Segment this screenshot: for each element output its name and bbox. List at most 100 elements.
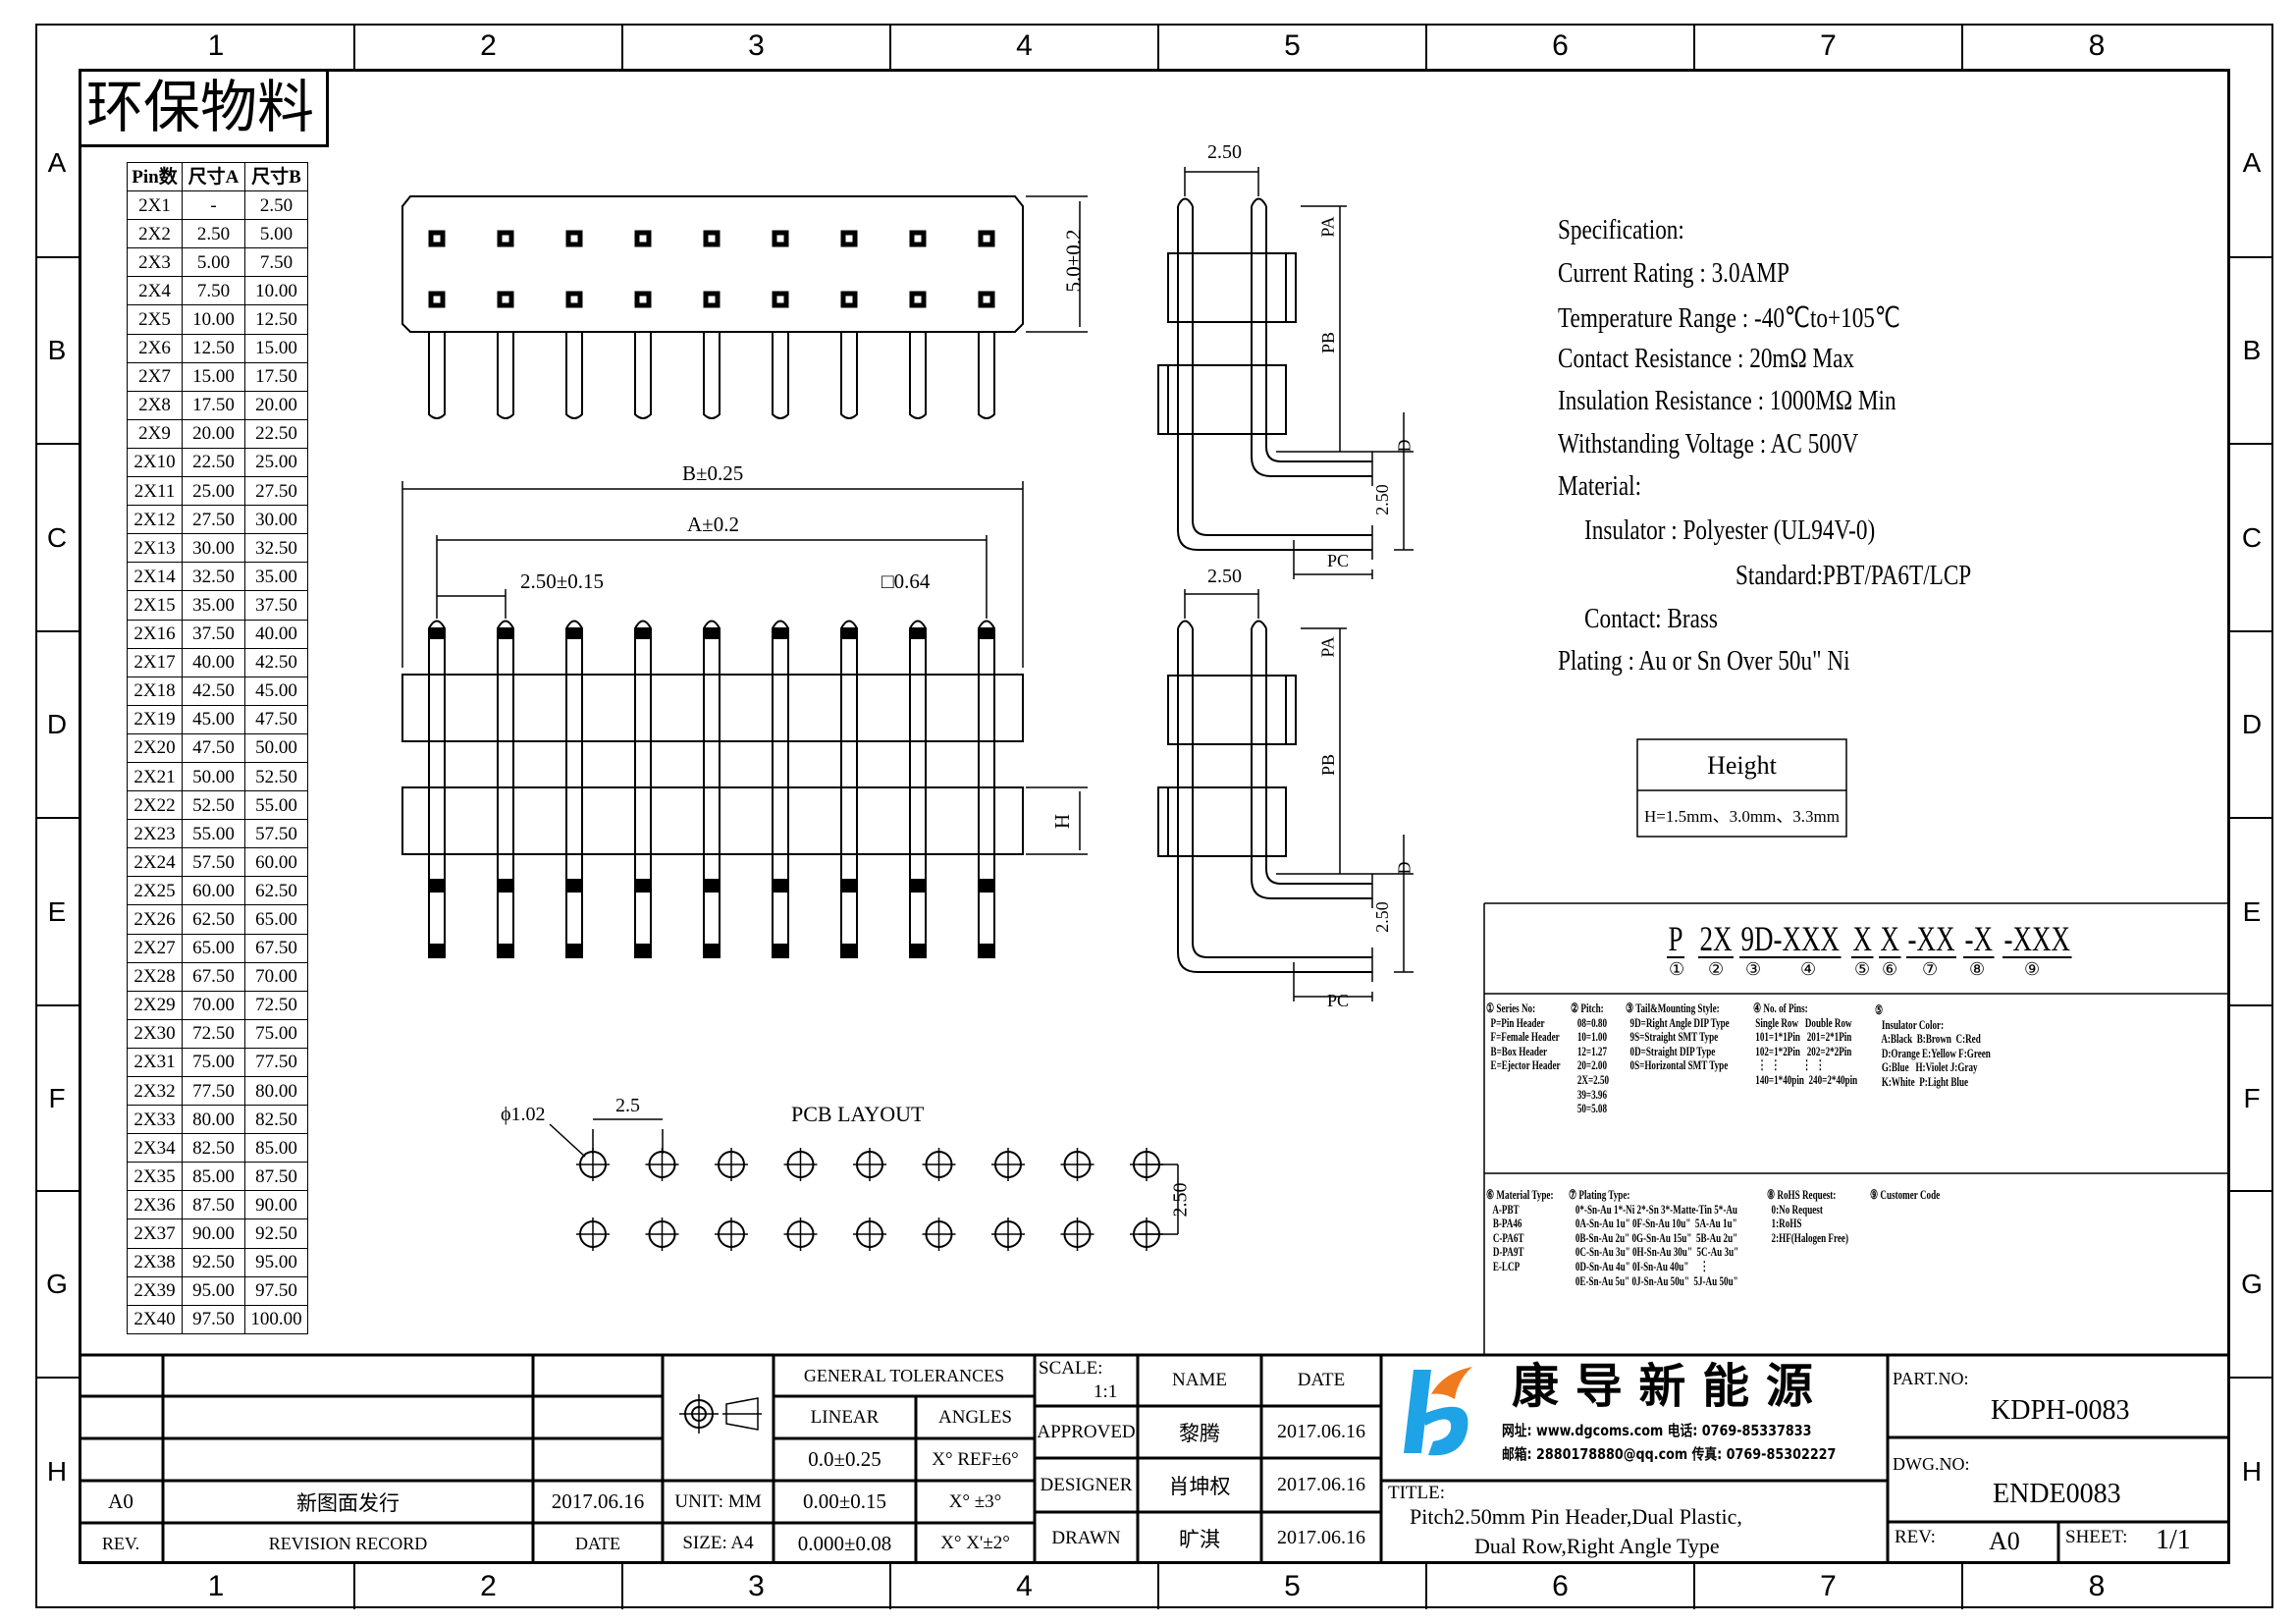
table-cell: 2X19: [127, 704, 183, 734]
table-cell: 2X16: [127, 619, 183, 649]
table-cell: 60.00: [182, 876, 245, 906]
table-cell: 2X15: [127, 590, 183, 621]
part-code-index: ⑨: [2024, 959, 2041, 979]
pin: [634, 620, 652, 958]
tol-angle-3: X° X'±2°: [940, 1533, 1010, 1553]
spec-line: Current Rating : 3.0AMP: [1558, 257, 1789, 289]
table-cell: 2X34: [127, 1133, 183, 1164]
bent-pin: [1177, 206, 1372, 551]
spec-line: Insulation Resistance : 1000MΩ Min: [1558, 385, 1896, 416]
table-cell: 2X22: [127, 790, 183, 821]
table-cell: 20.00: [244, 390, 308, 420]
dim-pb-1: PB: [1318, 331, 1339, 354]
hole-crosshair: [922, 1148, 956, 1181]
part-code-index: ⑤: [1854, 959, 1871, 979]
row-marker: B: [2230, 256, 2273, 443]
scale-label: SCALE:: [1039, 1358, 1103, 1379]
spec-line: Material:: [1558, 470, 1642, 502]
table-cell: 80.00: [244, 1075, 308, 1107]
pcb-title: PCB LAYOUT: [791, 1102, 925, 1126]
table-cell: 2X30: [127, 1018, 183, 1049]
column-marker: 3: [621, 24, 889, 69]
table-cell: 22.50: [244, 418, 308, 449]
header-cell: 尺寸A: [182, 161, 245, 192]
logo-mark: [1404, 1370, 1431, 1453]
dim-side-pitch-2: 2.50: [1207, 566, 1242, 587]
column-marker: 1: [207, 1570, 225, 1602]
table-cell: 67.50: [182, 961, 245, 992]
height-title: Height: [1707, 751, 1777, 780]
dim-pc-1: PC: [1327, 551, 1350, 570]
pin-square: [565, 230, 583, 247]
rev-label-block: REV:: [1895, 1527, 1936, 1547]
table-cell: 90.00: [182, 1218, 245, 1249]
dim-pa-1: PA: [1317, 216, 1338, 238]
pin-mark: [705, 879, 719, 893]
column-marker: 4: [889, 24, 1157, 69]
row-marker: D: [2230, 630, 2273, 817]
pin-tail: [634, 332, 652, 419]
designer-name: 肖坤权: [1168, 1474, 1231, 1498]
sheet: 1/1: [2156, 1525, 2191, 1555]
angles-label: ANGLES: [938, 1406, 1012, 1428]
table-cell: 2X28: [127, 961, 183, 992]
plastic-body-upper: [401, 674, 1024, 742]
pcb-hole-dia: ϕ1.02: [501, 1104, 546, 1125]
pin-tail: [772, 332, 789, 419]
pin-tail: [703, 332, 721, 419]
column-marker: 4: [889, 1564, 1157, 1609]
part-code-segment: X: [1851, 919, 1874, 958]
revision-record: 新图面发行: [296, 1490, 400, 1515]
part-code-segment: -XX: [1906, 919, 1956, 958]
table-cell: 62.50: [182, 904, 245, 935]
table-cell: 70.00: [182, 990, 245, 1020]
side-view-lower: [1157, 589, 1414, 1001]
table-cell: 37.50: [182, 619, 245, 649]
table-cell: 65.00: [244, 904, 308, 935]
outer-frame: [35, 24, 2273, 1608]
tol-angle-2: X° ±3°: [948, 1490, 1002, 1512]
dim-pb-2: PB: [1318, 753, 1339, 777]
row-marker: A: [47, 146, 67, 178]
eco-label: 环保物料: [86, 74, 315, 140]
dim-pc-2: PC: [1327, 991, 1350, 1010]
column-marker: 6: [1425, 1564, 1693, 1609]
table-cell: 2X35: [127, 1162, 183, 1192]
approved-name: 黎腾: [1179, 1421, 1220, 1445]
pin-tip: [1177, 620, 1267, 629]
pin-tail: [978, 332, 995, 419]
table-cell: 2.50: [244, 190, 308, 221]
table-cell: 30.00: [244, 505, 308, 535]
table-cell: 2X40: [127, 1304, 183, 1334]
rev-value: A0: [108, 1489, 133, 1513]
inner-frame: [79, 69, 2230, 1564]
table-cell: 30.00: [182, 533, 245, 564]
table-cell: 12.50: [244, 304, 308, 335]
row-marker: E: [35, 817, 79, 1004]
part-code-index: ⑦: [1922, 959, 1939, 979]
table-row: 2X1-2.50: [127, 190, 308, 221]
pin-square: [703, 291, 721, 308]
table-cell: 92.50: [244, 1218, 308, 1249]
pin-mark: [636, 627, 650, 639]
pin-square: [909, 230, 927, 247]
table-cell: 2X10: [127, 447, 183, 478]
table-cell: 25.00: [244, 447, 308, 478]
table-cell: 80.00: [182, 1105, 245, 1135]
pin-square: [428, 230, 446, 247]
part-code-segment: 2X: [1698, 919, 1734, 958]
hole-crosshair: [991, 1218, 1025, 1251]
pin-mark: [842, 879, 856, 893]
table-cell: 92.50: [182, 1247, 245, 1277]
designer-date: 2017.06.16: [1277, 1474, 1365, 1495]
hole-crosshair: [645, 1218, 679, 1251]
linear-label: LINEAR: [810, 1406, 880, 1428]
hole-crosshair: [1060, 1218, 1095, 1251]
